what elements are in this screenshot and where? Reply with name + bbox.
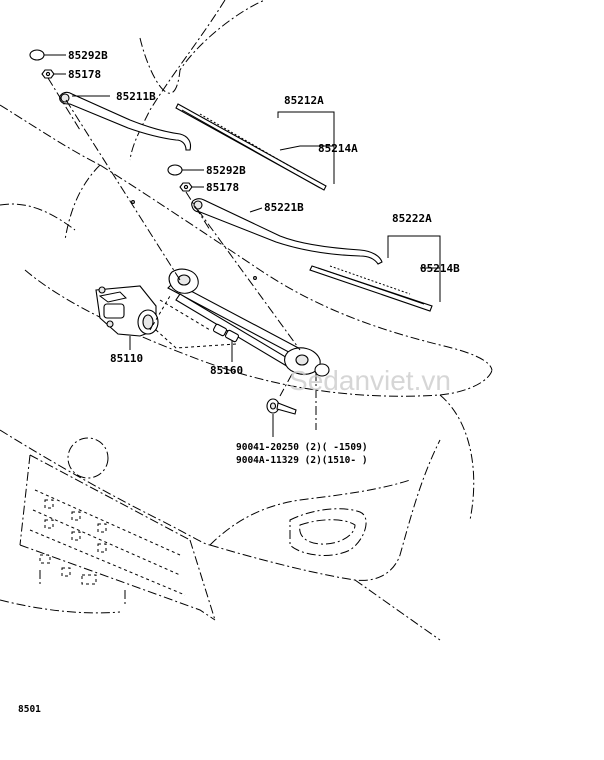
cap-nut-top — [29, 49, 55, 79]
label-85160: 85160 — [210, 364, 243, 377]
label-85214b: 85214B — [420, 262, 460, 275]
label-85292b-mid: 85292B — [206, 164, 246, 177]
mounting-bolt — [266, 398, 297, 415]
watermark: Sedanviet.vn — [289, 365, 451, 396]
front-grille — [19, 454, 216, 621]
label-85222a: 85222A — [392, 212, 432, 225]
cap-nut-mid — [167, 164, 193, 192]
label-85178-top: 85178 — [68, 68, 101, 81]
label-85110: 85110 — [110, 352, 143, 365]
label-85211b: 85211B — [116, 90, 156, 103]
wiper-arm-85211b — [59, 91, 192, 151]
label-85221b: 85221B — [264, 201, 304, 214]
wiper-link-85160 — [167, 268, 330, 377]
wiper-blade-85222a — [309, 265, 433, 312]
wiper-blade-85212a — [175, 103, 327, 191]
label-85214a: 85214A — [318, 142, 358, 155]
label-85178-mid: 85178 — [206, 181, 239, 194]
part-labels: 85292B 85178 85211B 85212A 85214A 85292B… — [68, 49, 460, 466]
page-code: 8501 — [18, 704, 41, 715]
wiper-motor-85110 — [95, 285, 159, 337]
label-bolt-90041: 90041-20250 (2)( -1509) — [236, 442, 368, 453]
label-85212a: 85212A — [284, 94, 324, 107]
label-85292b-top: 85292B — [68, 49, 108, 62]
wiper-arm-85221b — [191, 198, 383, 265]
vehicle-outline — [0, 0, 493, 641]
leader-lines — [44, 54, 441, 437]
label-bolt-9004a: 9004A-11329 (2)(1510- ) — [236, 455, 368, 466]
